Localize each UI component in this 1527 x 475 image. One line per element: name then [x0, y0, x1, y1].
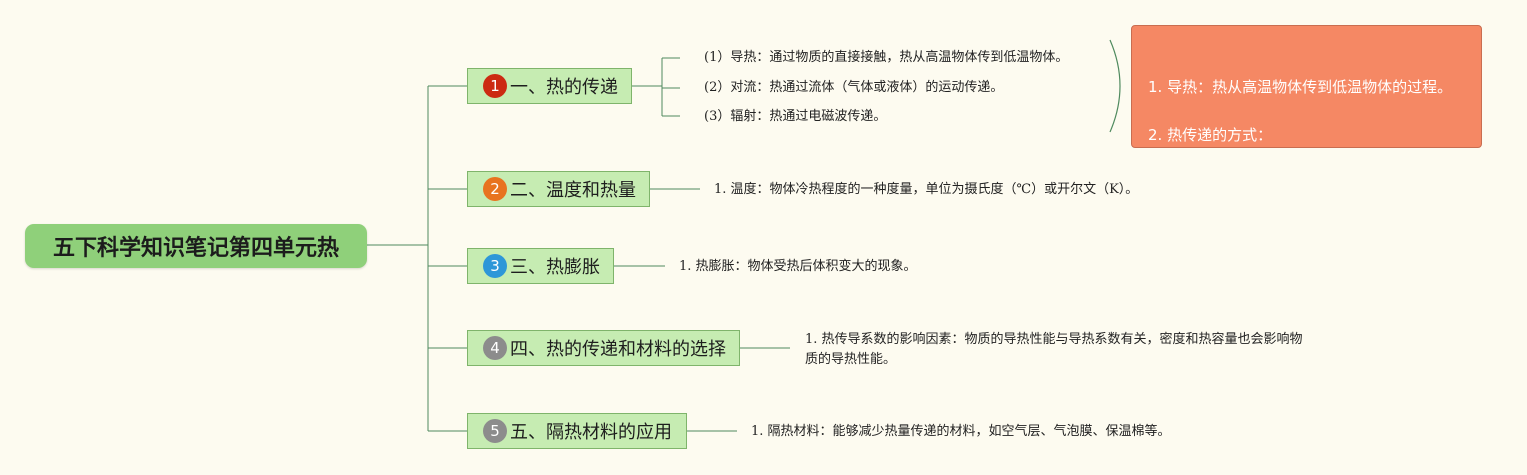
root-title: 五下科学知识笔记第四单元热 — [52, 236, 339, 261]
branch-label: 二、温度和热量 — [510, 180, 636, 201]
branch-temperature[interactable]: 2 二、温度和热量 — [467, 171, 650, 207]
branch-label: 四、热的传递和材料的选择 — [510, 339, 726, 360]
leaf-conduction[interactable]: (1）导热：通过物质的直接接触，热从高温物体传到低温物体。 — [704, 50, 1069, 65]
leaf-conductivity[interactable]: 1. 热传导系数的影响因素：物质的导热性能与导热系数有关，密度和热容量也会影响物… — [805, 332, 1303, 367]
number-badge-icon: 3 — [483, 254, 507, 278]
branch-material-selection[interactable]: 4 四、热的传递和材料的选择 — [467, 330, 740, 366]
branch-label: 三、热膨胀 — [510, 257, 600, 278]
leaf-radiation[interactable]: (3）辐射：热通过电磁波传递。 — [704, 109, 887, 124]
branch-thermal-expansion[interactable]: 3 三、热膨胀 — [467, 248, 614, 284]
summary-line-1: 1. 导热：热从高温物体传到低温物体的过程。 — [1148, 78, 1453, 96]
branch-label: 一、热的传递 — [510, 77, 618, 98]
branch-label: 五、隔热材料的应用 — [510, 422, 672, 443]
summary-bracket — [1109, 39, 1121, 133]
leaf-insulation[interactable]: 1. 隔热材料：能够减少热量传递的材料，如空气层、气泡膜、保温棉等。 — [751, 424, 1171, 439]
summary-box[interactable]: 1. 导热：热从高温物体传到低温物体的过程。 2. 热传递的方式： — [1131, 25, 1482, 148]
number-badge-icon: 1 — [483, 74, 507, 98]
summary-line-2: 2. 热传递的方式： — [1148, 126, 1273, 144]
number-badge-icon: 5 — [483, 419, 507, 443]
number-badge-icon: 2 — [483, 177, 507, 201]
branch-insulation[interactable]: 5 五、隔热材料的应用 — [467, 413, 687, 449]
leaf-temperature[interactable]: 1. 温度：物体冷热程度的一种度量，单位为摄氏度（℃）或开尔文（K）。 — [714, 182, 1139, 197]
leaf-convection[interactable]: (2）对流：热通过流体（气体或液体）的运动传递。 — [704, 80, 1004, 95]
number-badge-icon: 4 — [483, 336, 507, 360]
root-topic[interactable]: 五下科学知识笔记第四单元热 — [25, 224, 367, 268]
leaf-expansion[interactable]: 1. 热膨胀：物体受热后体积变大的现象。 — [679, 259, 917, 274]
branch-heat-transfer[interactable]: 1 一、热的传递 — [467, 68, 632, 104]
